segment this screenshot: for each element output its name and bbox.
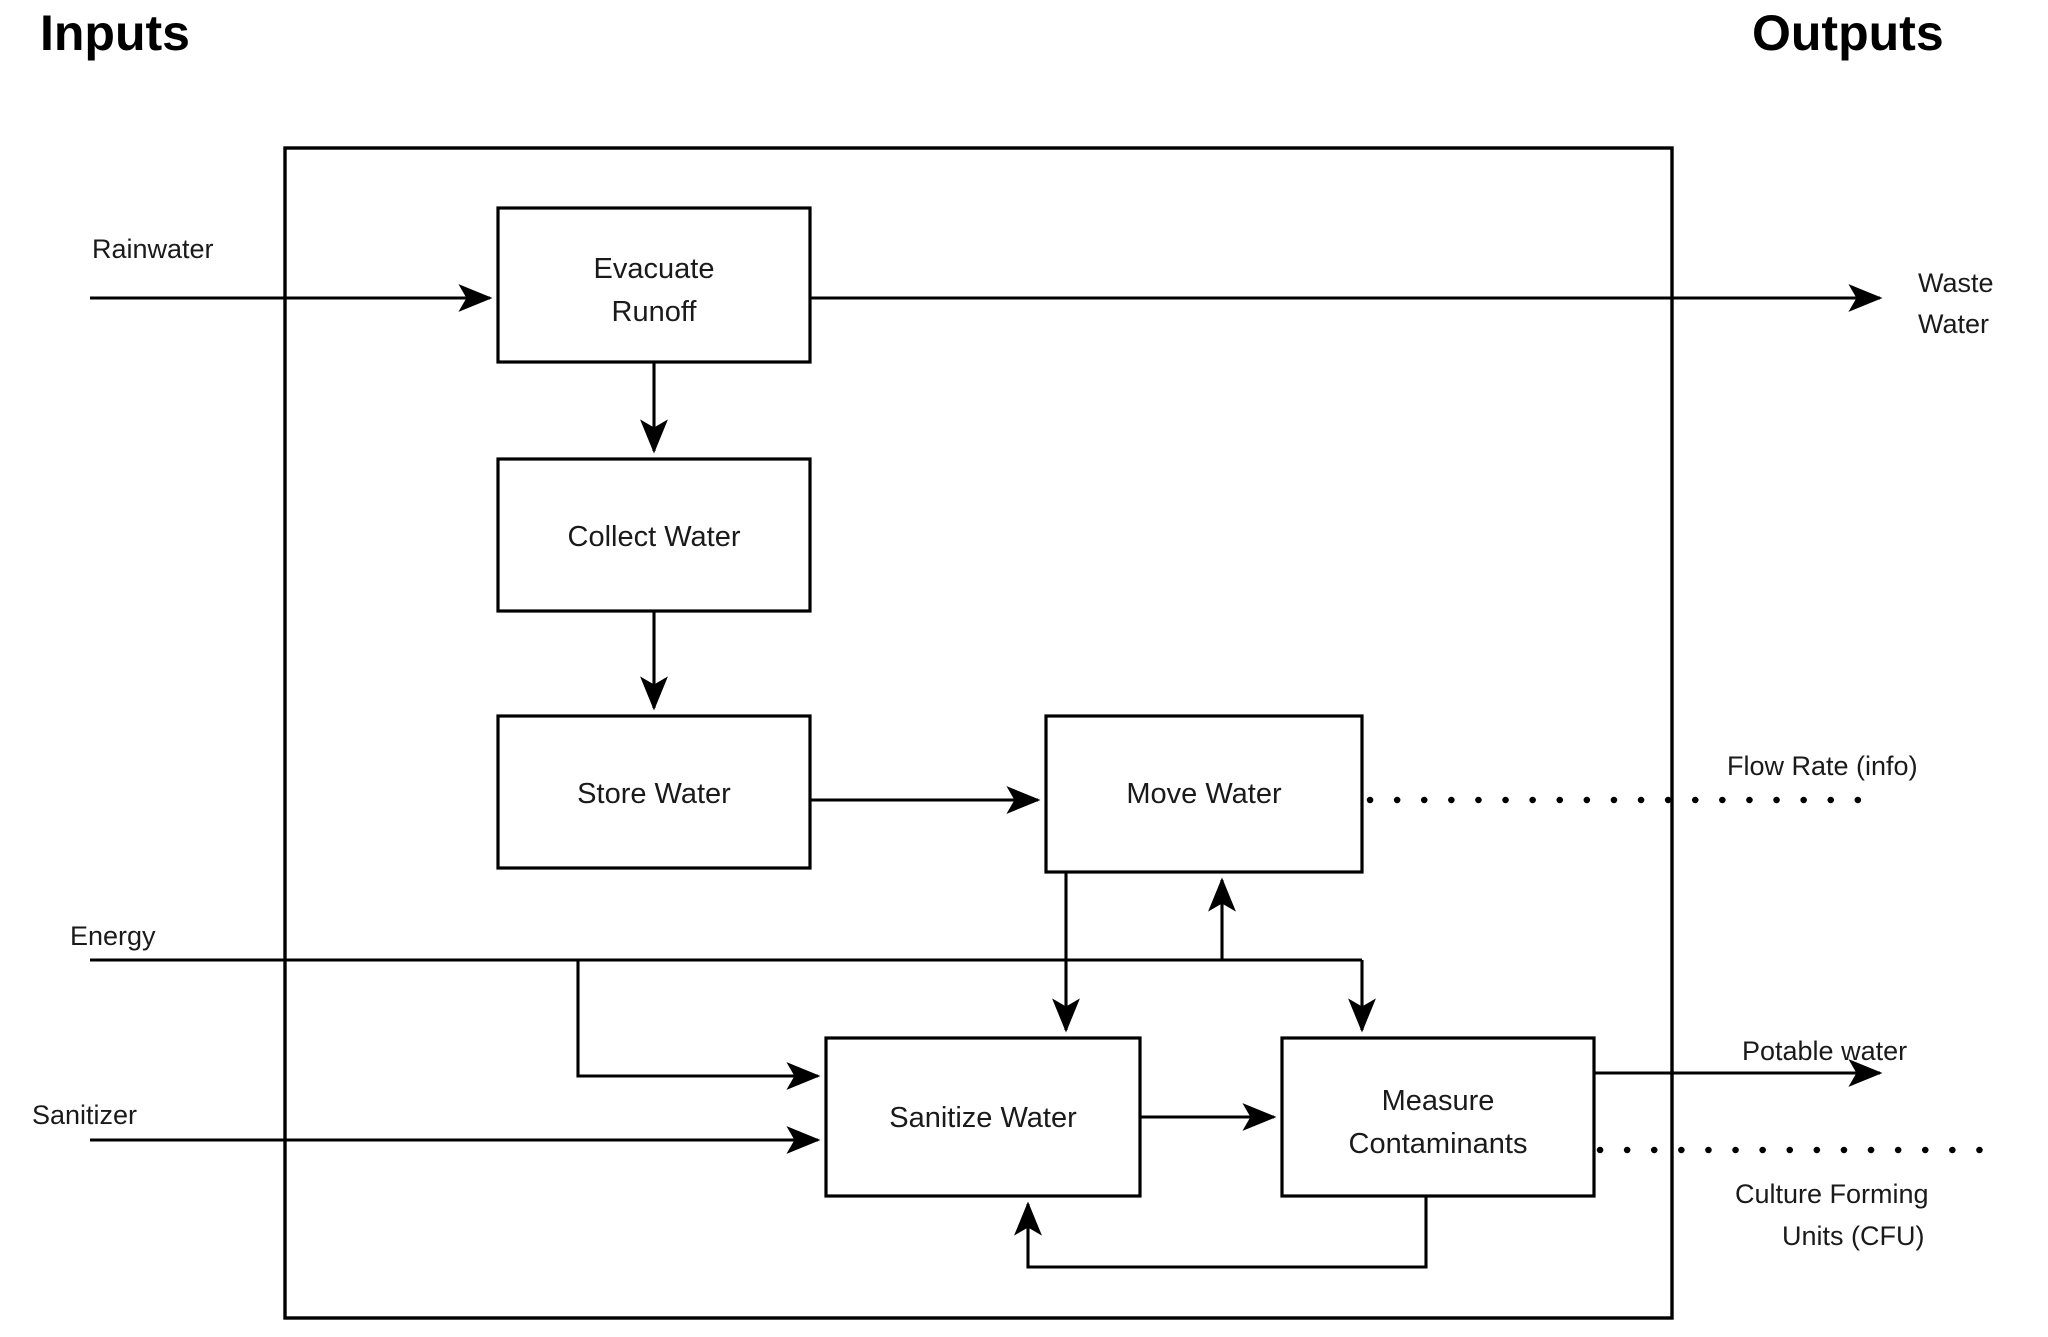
process-label-measure-contaminants-line2: Contaminants bbox=[1349, 1128, 1528, 1160]
output-label-cfu-line1: Culture Forming bbox=[1735, 1179, 1929, 1209]
output-label-potable-water: Potable water bbox=[1742, 1036, 1907, 1066]
process-label-sanitize-water: Sanitize Water bbox=[889, 1102, 1077, 1134]
process-label-evacuate-runoff-line1: Evacuate bbox=[594, 253, 715, 285]
process-box-measure-contaminants[interactable] bbox=[1280, 1036, 1596, 1198]
output-label-waste-water-line1: Waste bbox=[1918, 268, 1994, 298]
process-box-store-water[interactable] bbox=[496, 714, 812, 870]
process-box-move-water[interactable] bbox=[1044, 714, 1364, 874]
flow-energy-to-sanitize-water bbox=[576, 960, 821, 1090]
input-label-sanitizer: Sanitizer bbox=[32, 1100, 137, 1130]
input-label-rainwater: Rainwater bbox=[92, 234, 214, 264]
process-box-sanitize-water[interactable] bbox=[824, 1036, 1142, 1198]
output-label-cfu-line2: Units (CFU) bbox=[1782, 1221, 1925, 1251]
process-box-evacuate-runoff[interactable] bbox=[496, 206, 812, 364]
process-label-collect-water: Collect Water bbox=[568, 521, 741, 553]
input-label-energy: Energy bbox=[70, 921, 156, 951]
process-label-store-water: Store Water bbox=[577, 778, 731, 810]
system-boundary bbox=[283, 146, 1674, 1320]
output-label-flow-rate: Flow Rate (info) bbox=[1727, 751, 1918, 781]
process-label-evacuate-runoff-line2: Runoff bbox=[612, 296, 698, 328]
output-label-waste-water-line2: Water bbox=[1918, 309, 1989, 339]
process-label-move-water: Move Water bbox=[1126, 778, 1282, 810]
heading-outputs: Outputs bbox=[1752, 5, 1944, 61]
process-label-measure-contaminants-line1: Measure bbox=[1382, 1085, 1495, 1117]
flow-feedback-measure-to-sanitize bbox=[1014, 1196, 1428, 1269]
heading-inputs: Inputs bbox=[40, 5, 190, 61]
